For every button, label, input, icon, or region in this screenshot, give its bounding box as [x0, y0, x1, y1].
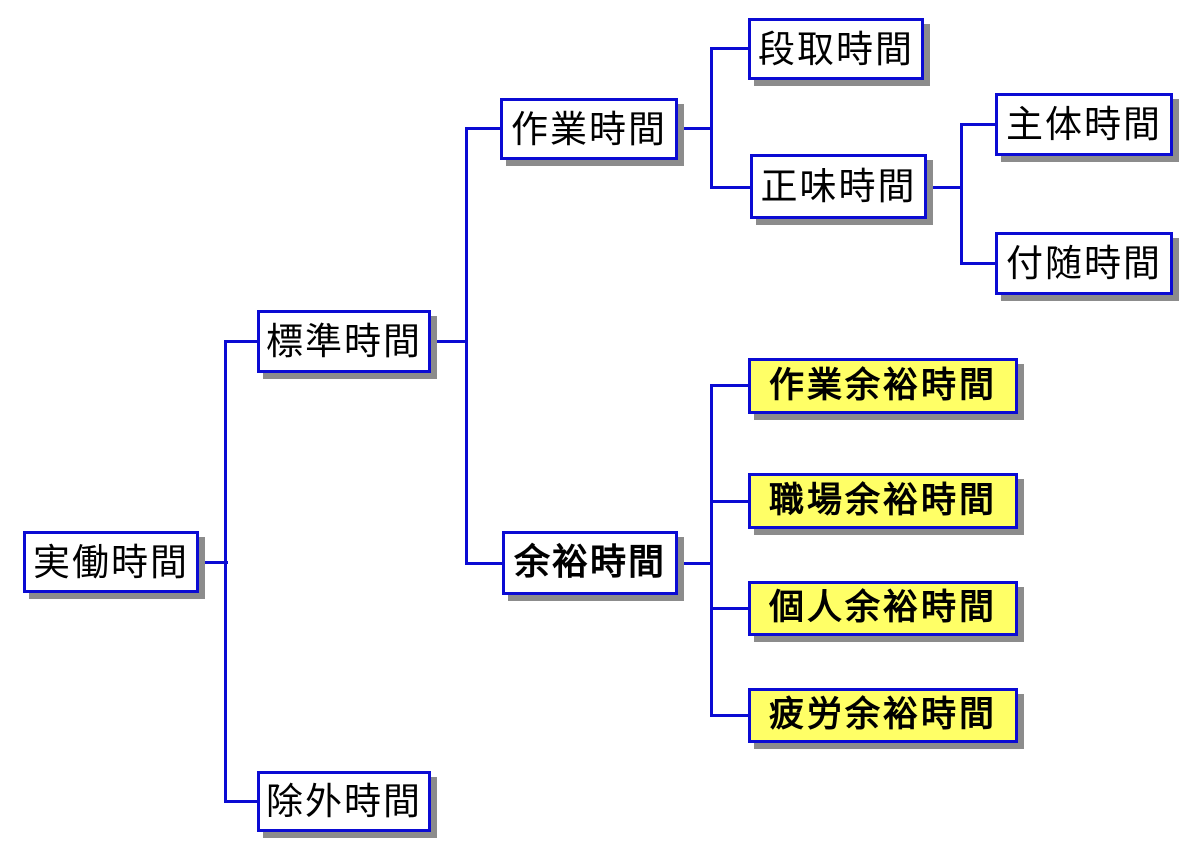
connector-line	[960, 123, 995, 126]
connector-line	[224, 800, 257, 803]
connector-line	[710, 607, 748, 610]
connector-line	[203, 561, 228, 564]
connector-line	[683, 127, 713, 130]
connector-line	[710, 47, 748, 50]
node-shokuba-yoyu-jikan: 職場余裕時間	[748, 473, 1018, 529]
connector-line	[960, 123, 963, 265]
connector-line	[710, 714, 748, 717]
connector-line	[960, 262, 995, 265]
connector-line	[683, 562, 713, 565]
node-hyojun-jikan: 標準時間	[257, 310, 431, 373]
node-kojin-yoyu-jikan: 個人余裕時間	[748, 581, 1018, 636]
node-fuzui-jikan: 付随時間	[995, 232, 1173, 295]
connector-line	[224, 340, 227, 803]
connector-line	[436, 340, 468, 343]
node-shutai-jikan: 主体時間	[995, 93, 1173, 156]
connector-line	[710, 384, 713, 717]
node-jogai-jikan: 除外時間	[257, 771, 431, 832]
node-yoyu-jikan: 余裕時間	[502, 531, 678, 595]
connector-line	[465, 127, 468, 565]
connector-line	[465, 127, 500, 130]
node-dandori-jikan: 段取時間	[748, 18, 924, 80]
connector-line	[465, 562, 502, 565]
node-hiro-yoyu-jikan: 疲労余裕時間	[748, 688, 1018, 743]
connector-line	[224, 340, 257, 343]
connector-line	[932, 186, 963, 189]
connector-line	[710, 384, 748, 387]
connector-line	[710, 47, 713, 189]
node-shomi-jikan: 正味時間	[750, 154, 927, 219]
node-sagyo-jikan: 作業時間	[500, 98, 678, 160]
node-jitsudo-jikan: 実働時間	[23, 531, 199, 593]
connector-line	[710, 186, 750, 189]
connector-line	[710, 500, 748, 503]
node-sagyo-yoyu-jikan: 作業余裕時間	[748, 358, 1018, 414]
